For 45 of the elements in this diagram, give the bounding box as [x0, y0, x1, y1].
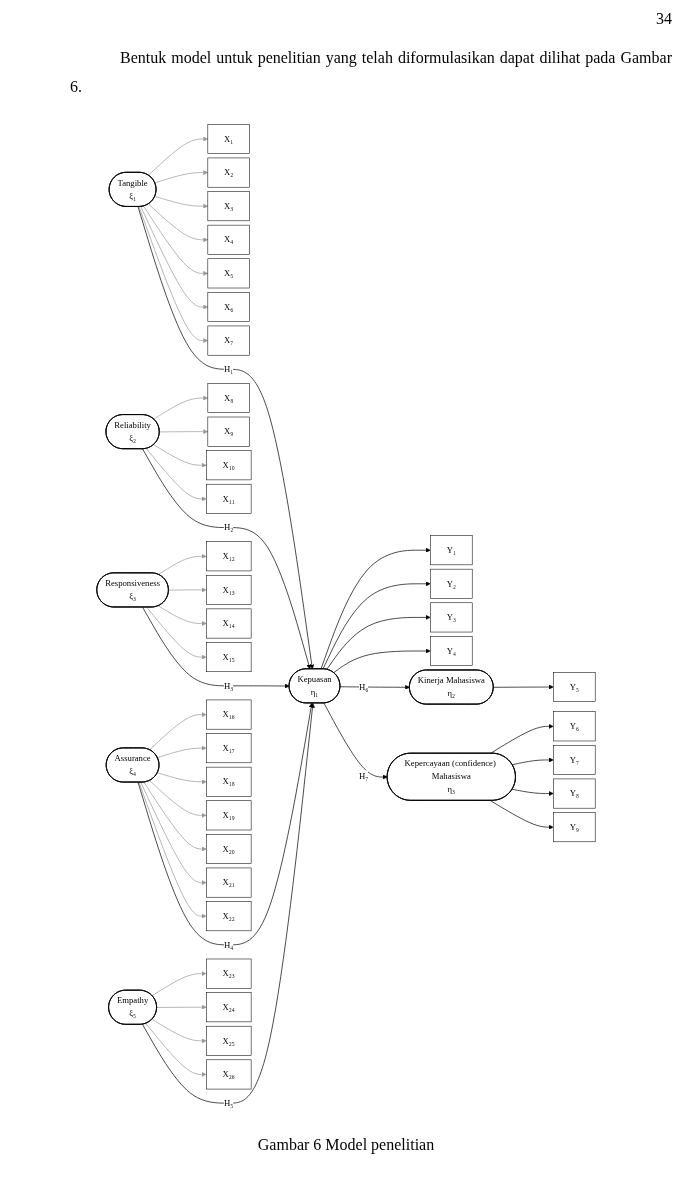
- edge-label: H₇: [358, 771, 369, 782]
- node-box: X₁₅: [206, 642, 252, 672]
- edge-label: H₅: [224, 1098, 234, 1108]
- node-box: X₂₁: [206, 867, 252, 898]
- node-box: X₁: [207, 124, 250, 154]
- node-box: X₆: [207, 292, 250, 322]
- node-box: X₄: [207, 224, 250, 255]
- node-box: X₂₅: [206, 1025, 252, 1056]
- node-box: X₂₃: [206, 958, 252, 989]
- node-box: X₂: [207, 157, 250, 188]
- node-box: X₅: [207, 258, 250, 289]
- node-box: X₂₆: [206, 1059, 252, 1090]
- node-box: X₂₂: [206, 901, 252, 932]
- node-box: X₁₁: [206, 483, 252, 514]
- node-box: X₇: [207, 325, 250, 356]
- node-box: Y₁: [430, 535, 473, 566]
- node-box: Y₈: [553, 778, 596, 809]
- node-box: Y₄: [430, 636, 473, 666]
- node-box: X₁₃: [206, 575, 252, 605]
- node-box: X₁₈: [206, 766, 252, 797]
- node-box: X₁₄: [206, 608, 252, 639]
- node-box: X₃: [207, 191, 250, 222]
- edge-label: H₃: [224, 680, 234, 691]
- page-number: 34: [656, 10, 672, 28]
- node-box: Y₅: [553, 672, 596, 702]
- node-box: X₂₀: [206, 834, 252, 864]
- node-box: Y₆: [553, 711, 596, 742]
- node-box: X₈: [207, 383, 250, 413]
- edge-label: H₁: [224, 364, 234, 374]
- node-box: Y₂: [430, 568, 473, 599]
- edge-label: H₂: [224, 522, 234, 532]
- edge-label: H₄: [224, 940, 234, 950]
- edge-label: H₆: [358, 682, 369, 692]
- figure-caption: Gambar 6 Model penelitian: [256, 1136, 436, 1154]
- node-box: X₁₉: [206, 800, 252, 831]
- node-box: X₁₀: [206, 450, 252, 481]
- intro-paragraph: Bentuk model untuk penelitian yang telah diformulasikan dapat dilihat pada Gambar 6.: [70, 48, 672, 97]
- node-box: X₂₄: [206, 992, 252, 1023]
- node-box: X₁₇: [206, 733, 252, 764]
- node-box: X₁₂: [206, 541, 252, 572]
- node-box: Y₇: [553, 745, 596, 775]
- node-box: Y₉: [553, 812, 596, 843]
- node-box: X₉: [207, 416, 250, 447]
- node-box: X₁₆: [206, 699, 252, 730]
- node-box: Y₃: [430, 602, 473, 633]
